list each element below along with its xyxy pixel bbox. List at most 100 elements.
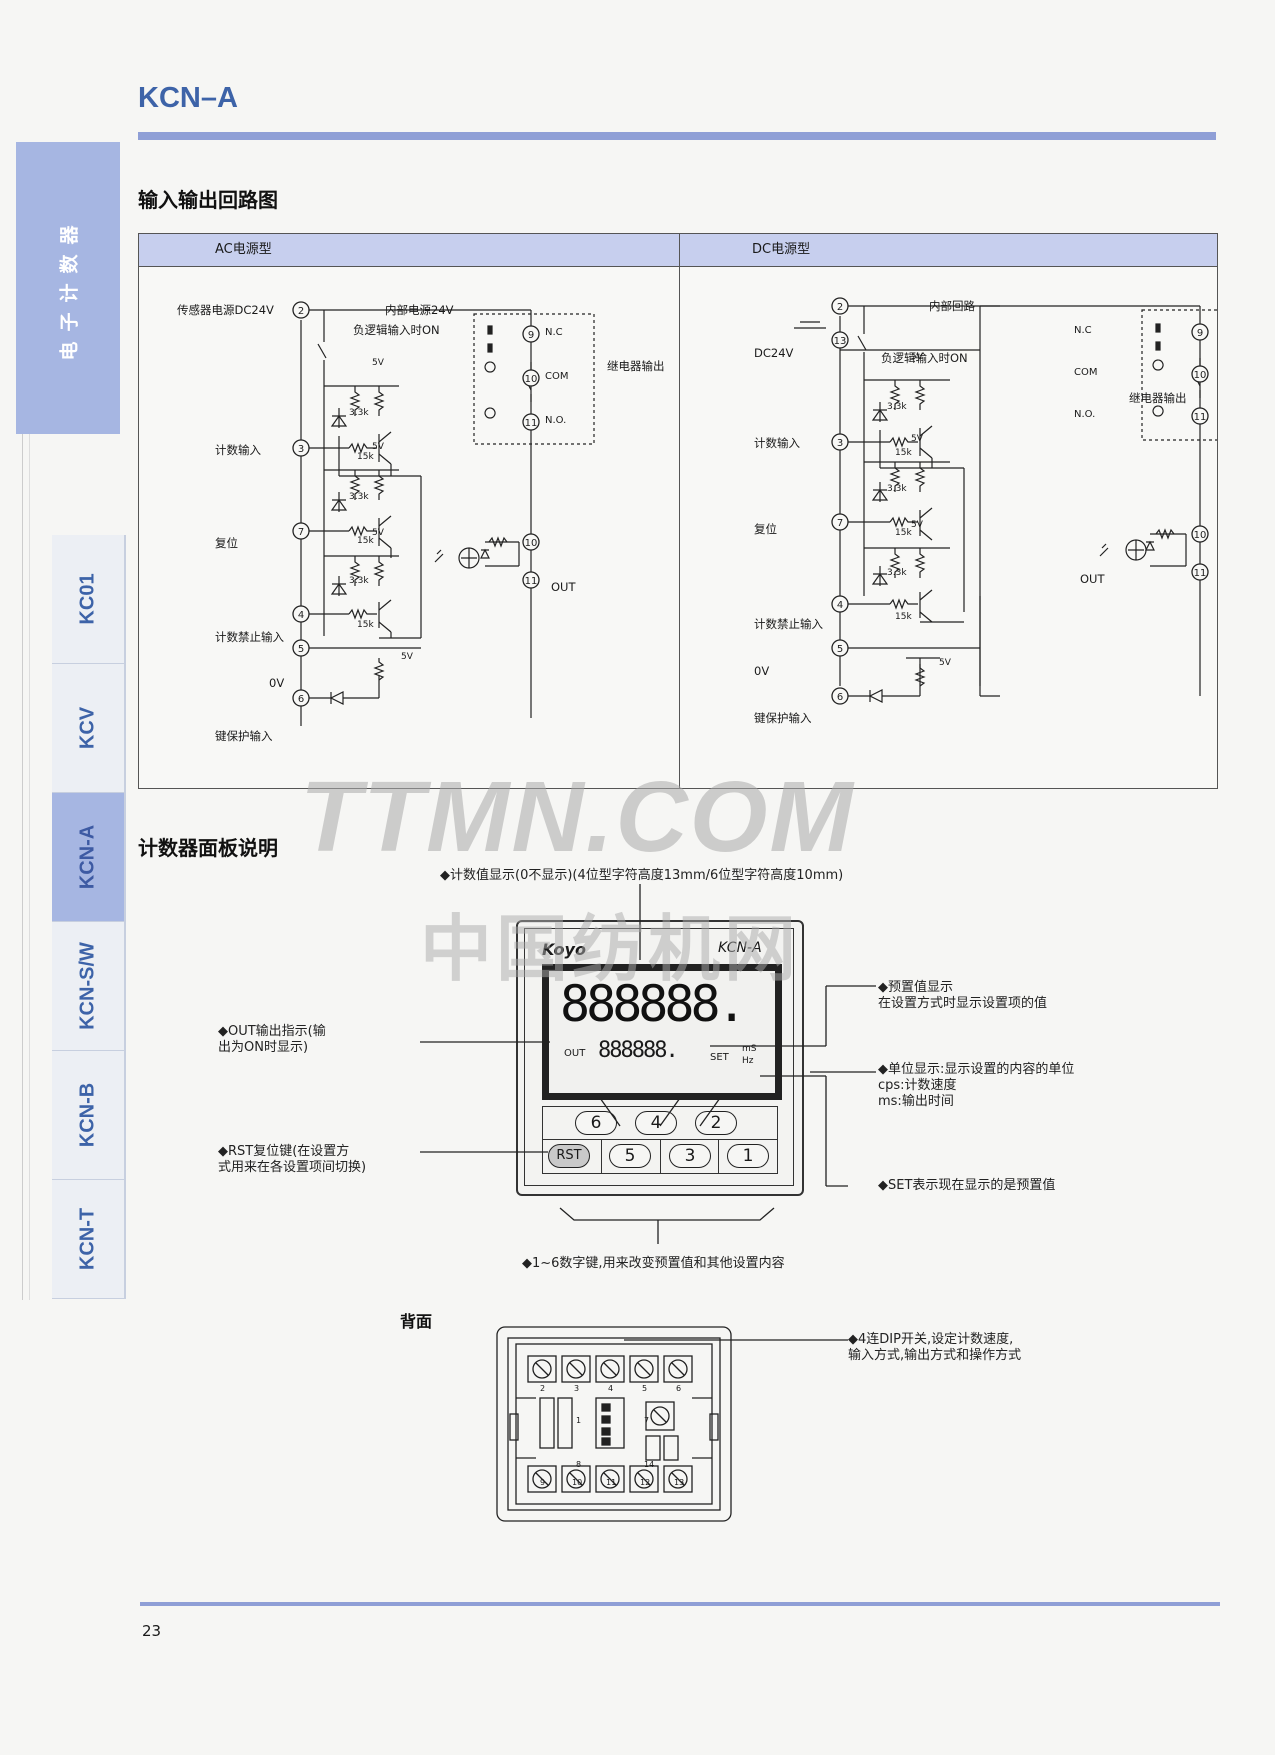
ac-sensor-power-label: 传感器电源DC24V: [177, 303, 274, 317]
svg-text:11: 11: [1194, 412, 1207, 423]
side-tab-kcn-sw[interactable]: KCN-S/W: [52, 922, 126, 1051]
dc-5v-label-3: 5V: [911, 520, 923, 530]
ac-reset-label: 复位: [215, 536, 238, 550]
dc-neg-logic-label: 负逻辑输入时ON: [881, 351, 968, 365]
svg-text:11: 11: [525, 576, 538, 587]
model-label: KCN-A: [718, 940, 762, 956]
key-rst[interactable]: RST: [548, 1144, 590, 1168]
ac-0v-label: 0V: [269, 676, 285, 690]
lcd-hz-unit: Hz: [742, 1056, 754, 1066]
footer-rule: [140, 1602, 1220, 1606]
dc-15k-label-1: 15k: [895, 448, 912, 458]
title-rule: [138, 132, 1216, 140]
section-panel-title: 计数器面板说明: [138, 836, 278, 860]
side-tab-kcn-a[interactable]: KCN-A: [52, 793, 126, 922]
annotation-unit-display: ◆单位显示:显示设置的内容的单位 cps:计数速度 ms:输出时间: [878, 1062, 1075, 1109]
ac-count-in-label: 计数输入: [215, 443, 261, 457]
dc-3k3-label-1: 3.3k: [887, 402, 907, 412]
svg-text:4: 4: [298, 610, 304, 621]
ac-15k-label-2: 15k: [357, 536, 374, 546]
annotation-preset-display: ◆预置值显示 在设置方式时显示设置项的值: [878, 980, 1048, 1011]
svg-text:10: 10: [1194, 370, 1207, 381]
dc-15k-label-2: 15k: [895, 528, 912, 538]
dc-reset-label: 复位: [754, 522, 777, 536]
dc-5v-label-1: 5V: [911, 352, 923, 362]
ac-inhibit-label: 计数禁止输入: [215, 630, 284, 644]
svg-text:9: 9: [1197, 328, 1203, 339]
ac-5v-label-4: 5V: [401, 652, 413, 662]
lcd-out-indicator: OUT: [564, 1048, 586, 1059]
ac-no-label: N.O.: [545, 415, 567, 426]
dc-inhibit-label: 计数禁止输入: [754, 617, 823, 631]
side-tab-kc01[interactable]: KC01: [52, 535, 126, 664]
annotation-dip-switch: ◆4连DIP开关,设定计数速度, 输入方式,输出方式和操作方式: [848, 1332, 1022, 1363]
side-tab-kcn-b[interactable]: KCN-B: [52, 1051, 126, 1180]
watermark-text: TTMN.COM: [300, 761, 855, 873]
svg-text:11: 11: [525, 418, 538, 429]
ac-internal-label: 内部电源24V: [385, 303, 454, 317]
dc-relay-label: 继电器输出: [1129, 391, 1187, 405]
ac-header-label: AC电源型: [215, 242, 272, 257]
ac-3k3-label-3: 3.3k: [349, 576, 369, 586]
svg-text:10: 10: [1194, 530, 1207, 541]
dc-3k3-label-2: 3.3k: [887, 484, 907, 494]
ac-key-protect-label: 键保护输入: [215, 729, 273, 743]
key-5[interactable]: 5: [609, 1144, 651, 1168]
key-6[interactable]: 6: [575, 1111, 617, 1135]
svg-text:4: 4: [837, 600, 843, 611]
back-term-labels-bottom: 9 10 11 12 13: [540, 1478, 685, 1487]
keypad: 6 4 2 RST 5 3 1: [542, 1106, 778, 1174]
counter-panel: Koyo KCN-A 888888. OUT 888888. SET mS Hz…: [516, 920, 804, 1196]
section-io-title: 输入输出回路图: [138, 188, 278, 212]
dc-internal-label: 内部回路: [929, 299, 975, 313]
keypad-col-2: [660, 1139, 661, 1173]
back-view-diagram: [496, 1326, 732, 1522]
ac-com-label: COM: [545, 371, 569, 382]
annotation-rst-key: ◆RST复位键(在设置方 式用来在各设置项间切换): [218, 1144, 367, 1175]
svg-text:6: 6: [298, 694, 304, 705]
svg-text:7: 7: [298, 527, 304, 538]
annotation-set-indicator: ◆SET表示现在显示的是预置值: [878, 1178, 1056, 1193]
key-3[interactable]: 3: [669, 1144, 711, 1168]
ac-15k-label-1: 15k: [357, 452, 374, 462]
lcd-set-indicator: SET: [710, 1052, 729, 1063]
section-back-title: 背面: [400, 1312, 433, 1331]
side-tab-kcn-t[interactable]: KCN-T: [52, 1180, 126, 1299]
circuit-diagram-box: AC电源型 DC电源型: [138, 233, 1218, 789]
ac-terminals: 2 3 7 4 5 6 9 10 11 10 11: [292, 301, 540, 707]
key-4[interactable]: 4: [635, 1111, 677, 1135]
svg-text:10: 10: [525, 374, 538, 385]
lcd-sub-digits: 888888.: [598, 1038, 679, 1063]
svg-text:10: 10: [525, 538, 538, 549]
key-1[interactable]: 1: [727, 1144, 769, 1168]
counter-panel-inner: [524, 928, 794, 1186]
keypad-col-1: [601, 1139, 602, 1173]
ac-5v-label-3: 5V: [372, 528, 384, 538]
brand-logo: Koyo: [542, 940, 586, 959]
back-term-labels-top: 2 3 4 5 6: [540, 1384, 682, 1393]
ac-5v-label-2: 5V: [372, 442, 384, 452]
page-number: 23: [142, 1622, 162, 1640]
svg-text:7: 7: [837, 518, 843, 529]
dc-15k-label-3: 15k: [895, 612, 912, 622]
annotation-count-display: ◆计数值显示(0不显示)(4位型字符高度13mm/6位型字符高度10mm): [440, 868, 844, 883]
key-2[interactable]: 2: [695, 1111, 737, 1135]
keypad-col-3: [718, 1139, 719, 1173]
ac-nc-label: N.C: [545, 327, 563, 338]
side-tab-kcv[interactable]: KCV: [52, 664, 126, 793]
dc-nc-label: N.C: [1074, 325, 1092, 336]
ac-15k-label-3: 15k: [357, 620, 374, 630]
ac-5v-label-1: 5V: [372, 358, 384, 368]
side-tab-electronic-counter[interactable]: 电子计数器: [16, 142, 120, 434]
lcd-frame: [542, 964, 782, 1100]
dc-count-in-label: 计数输入: [754, 436, 800, 450]
ac-relay-label: 继电器输出: [607, 359, 665, 373]
ac-3k3-label-1: 3.3k: [349, 408, 369, 418]
dc-no-label: N.O.: [1074, 409, 1096, 420]
dc-com-label: COM: [1074, 367, 1098, 378]
ac-neg-logic-label: 负逻辑输入时ON: [353, 323, 440, 337]
svg-text:2: 2: [837, 302, 843, 313]
svg-text:5: 5: [837, 644, 843, 655]
svg-text:3: 3: [837, 438, 843, 449]
